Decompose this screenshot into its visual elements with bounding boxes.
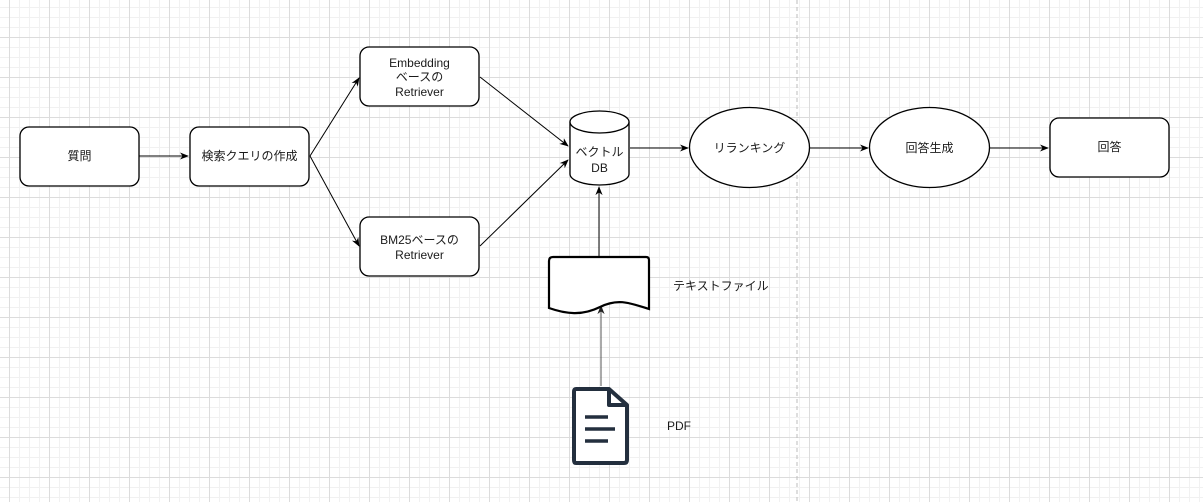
vector-db-top[interactable]	[569, 110, 630, 134]
edge-query-to-bm25[interactable]	[309, 155, 360, 247]
node-vector-db[interactable]: ベクトル DB	[569, 110, 630, 186]
answer-label: 回答	[1097, 139, 1121, 154]
bm25-retriever-line-2: Retriever	[395, 248, 444, 262]
node-pdf[interactable]	[572, 387, 629, 465]
vector-db-body[interactable]	[569, 122, 630, 186]
node-question[interactable]: 質問	[19, 126, 140, 187]
embedding-retriever-line-2: ベースの	[396, 70, 443, 84]
file-document-icon[interactable]	[572, 387, 629, 465]
query-creation-box[interactable]	[189, 126, 310, 187]
pdf-label: PDF	[667, 419, 691, 433]
answer-box[interactable]	[1049, 117, 1170, 178]
query-creation-label: 検索クエリの作成	[201, 149, 297, 163]
edges	[139, 76, 1049, 386]
embedding-retriever-line-1: Embedding	[389, 56, 450, 70]
vector-db-line-1: ベクトル	[575, 145, 623, 159]
reranking-label: リランキング	[714, 141, 786, 155]
question-label: 質問	[67, 148, 91, 163]
node-answer-generation[interactable]: 回答生成	[868, 106, 991, 189]
answer-generation-ellipse[interactable]	[868, 106, 991, 189]
node-query-creation[interactable]: 検索クエリの作成	[189, 126, 310, 187]
edge-embedding-to-vectordb[interactable]	[479, 76, 569, 147]
node-embedding-retriever[interactable]: Embedding ベースの Retriever	[359, 46, 480, 107]
bm25-retriever-line-1: BM25ベースの	[380, 233, 459, 247]
node-reranking[interactable]: リランキング	[688, 106, 811, 189]
text-file-label: テキストファイル	[673, 279, 769, 293]
embedding-retriever-line-3: Retriever	[395, 85, 444, 99]
node-bm25-retriever[interactable]: BM25ベースの Retriever	[359, 216, 480, 277]
question-box[interactable]	[19, 126, 140, 187]
vector-db-line-2: DB	[591, 161, 608, 175]
embedding-retriever-box[interactable]	[359, 46, 480, 107]
bm25-retriever-box[interactable]	[359, 216, 480, 277]
text-file-document-shape[interactable]	[547, 255, 651, 315]
reranking-ellipse[interactable]	[688, 106, 811, 189]
answer-generation-label: 回答生成	[905, 140, 953, 155]
node-text-file[interactable]	[547, 255, 651, 315]
edge-query-to-embedding[interactable]	[309, 77, 360, 157]
edge-bm25-to-vectordb[interactable]	[479, 159, 569, 247]
node-answer[interactable]: 回答	[1049, 117, 1170, 178]
